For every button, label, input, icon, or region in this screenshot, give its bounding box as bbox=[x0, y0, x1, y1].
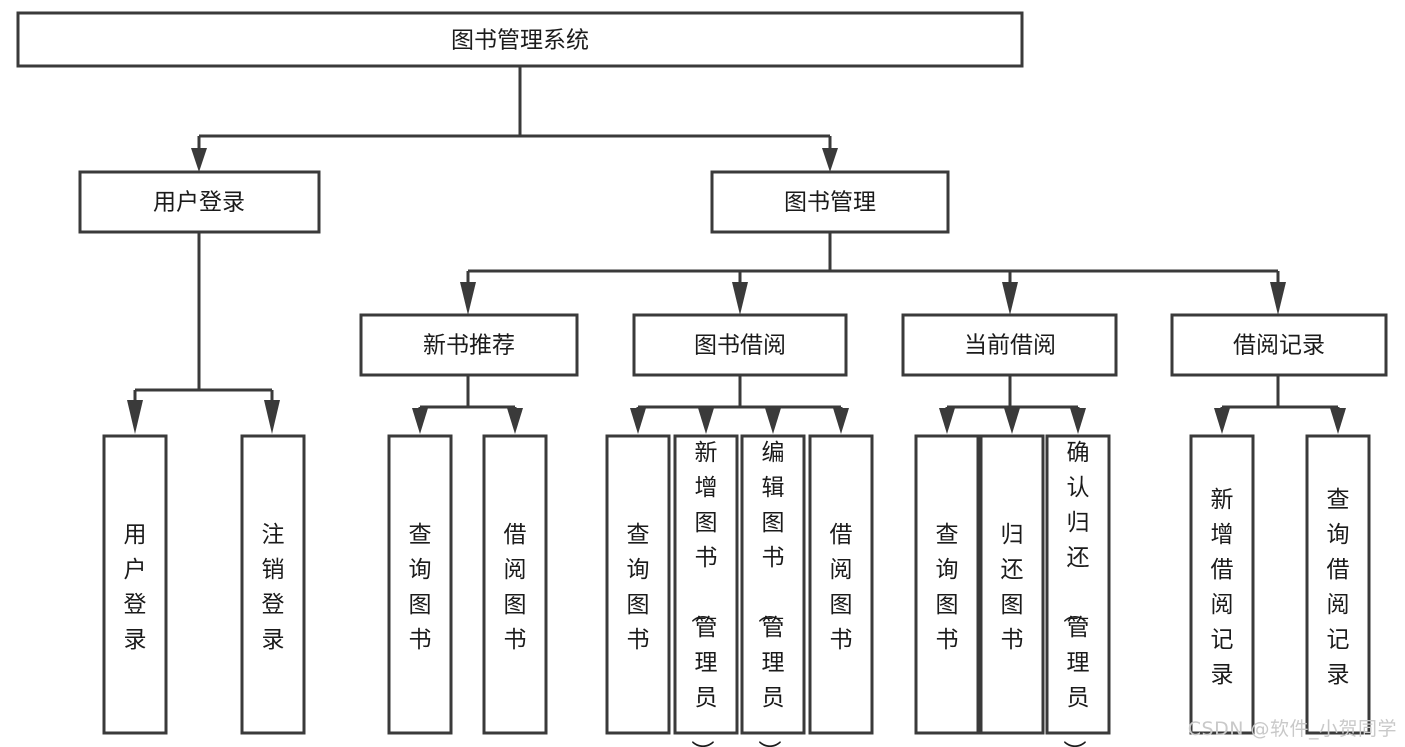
leaf-add-record-label: 新增借阅记录 bbox=[1211, 487, 1234, 688]
node-current-borrow[interactable]: 当前借阅 bbox=[901, 313, 1118, 377]
arrow-leaf-user-login bbox=[127, 400, 143, 434]
arrow-leaf-confirm-return bbox=[1070, 408, 1086, 434]
arrow-leaf-borrow-book-1 bbox=[507, 408, 523, 434]
node-root-label: 图书管理系统 bbox=[451, 28, 589, 54]
leaf-edit-book-box[interactable] bbox=[740, 434, 806, 735]
node-book-borrow[interactable]: 图书借阅 bbox=[632, 313, 848, 377]
arrow-to-user-login bbox=[191, 148, 207, 172]
leaf-borrow-book-1-box[interactable] bbox=[482, 434, 548, 735]
arrow-leaf-borrow-book-2 bbox=[833, 408, 849, 434]
leaf-add-record-box[interactable] bbox=[1189, 434, 1255, 735]
node-borrow-record[interactable]: 借阅记录 bbox=[1170, 313, 1388, 377]
leaf-borrow-book-2[interactable]: 借阅图书 bbox=[808, 434, 874, 735]
arrow-to-book-borrow bbox=[732, 282, 748, 315]
arrow-to-new-book-recommend bbox=[460, 282, 476, 315]
leaf-edit-book-label: 编辑图书（管理员） bbox=[756, 440, 785, 747]
leaf-borrow-book-1-label: 借阅图书 bbox=[504, 522, 527, 653]
arrow-to-current-borrow bbox=[1002, 282, 1018, 315]
leaf-add-record[interactable]: 新增借阅记录 bbox=[1189, 434, 1255, 735]
node-book-management[interactable]: 图书管理 bbox=[710, 170, 950, 234]
arrow-leaf-edit-book bbox=[765, 408, 781, 434]
leaf-query-record-label: 查询借阅记录 bbox=[1327, 487, 1350, 688]
arrow-leaf-query-book-1 bbox=[412, 408, 428, 434]
leaf-borrow-book-1[interactable]: 借阅图书 bbox=[482, 434, 548, 735]
leaf-return-book-box[interactable] bbox=[979, 434, 1045, 735]
leaf-edit-book[interactable]: 编辑图书（管理员） bbox=[740, 434, 806, 747]
node-new-book-recommend-box[interactable] bbox=[359, 313, 579, 377]
leaf-user-login-label: 用户登录 bbox=[124, 522, 147, 653]
leaf-query-book-2-label: 查询图书 bbox=[627, 522, 650, 653]
node-book-management-label: 图书管理 bbox=[784, 190, 876, 216]
leaf-query-book-3-label: 查询图书 bbox=[936, 522, 959, 653]
leaf-borrow-book-2-label: 借阅图书 bbox=[830, 522, 853, 653]
arrow-leaf-query-book-2 bbox=[630, 408, 646, 434]
leaf-add-book-label: 新增图书（管理员） bbox=[689, 440, 718, 747]
arrow-leaf-return-book bbox=[1004, 408, 1020, 434]
node-borrow-record-box[interactable] bbox=[1170, 313, 1388, 377]
leaf-query-book-1[interactable]: 查询图书 bbox=[387, 434, 453, 735]
node-current-borrow-box[interactable] bbox=[901, 313, 1118, 377]
leaf-query-book-1-label: 查询图书 bbox=[409, 522, 432, 653]
node-new-book-recommend-label: 新书推荐 bbox=[423, 333, 515, 359]
leaf-confirm-return-label: 确认归还（管理员） bbox=[1061, 440, 1090, 747]
leaf-borrow-book-2-box[interactable] bbox=[808, 434, 874, 735]
node-borrow-record-label: 借阅记录 bbox=[1233, 333, 1325, 359]
leaf-query-book-1-box[interactable] bbox=[387, 434, 453, 735]
leaf-confirm-return-box[interactable] bbox=[1045, 434, 1111, 735]
leaf-user-logout-label: 注销登录 bbox=[262, 522, 285, 653]
node-root-box[interactable] bbox=[16, 11, 1024, 68]
node-book-borrow-label: 图书借阅 bbox=[694, 333, 786, 359]
arrow-leaf-query-record bbox=[1330, 408, 1346, 434]
leaf-query-book-2-box[interactable] bbox=[605, 434, 671, 735]
leaf-user-login[interactable]: 用户登录 bbox=[102, 434, 168, 735]
leaf-query-book-2[interactable]: 查询图书 bbox=[605, 434, 671, 735]
leaf-add-book[interactable]: 新增图书（管理员） bbox=[673, 434, 739, 747]
leaf-confirm-return[interactable]: 确认归还（管理员） bbox=[1045, 434, 1111, 747]
node-book-borrow-box[interactable] bbox=[632, 313, 848, 377]
node-user-login-label: 用户登录 bbox=[153, 190, 245, 216]
leaf-query-record-box[interactable] bbox=[1305, 434, 1371, 735]
leaf-query-book-3-box[interactable] bbox=[914, 434, 980, 735]
node-user-login-box[interactable] bbox=[78, 170, 321, 234]
connector-layer bbox=[127, 66, 1346, 434]
leaf-user-login-box[interactable] bbox=[102, 434, 168, 735]
node-new-book-recommend[interactable]: 新书推荐 bbox=[359, 313, 579, 377]
arrow-to-borrow-record bbox=[1270, 282, 1286, 315]
arrow-leaf-query-book-3 bbox=[939, 408, 955, 434]
arrow-leaf-user-logout bbox=[264, 400, 280, 434]
node-root[interactable]: 图书管理系统 bbox=[16, 11, 1024, 68]
node-current-borrow-label: 当前借阅 bbox=[964, 333, 1056, 359]
leaf-query-record[interactable]: 查询借阅记录 bbox=[1305, 434, 1371, 735]
arrow-leaf-add-record bbox=[1214, 408, 1230, 434]
leaf-return-book-label: 归还图书 bbox=[1001, 522, 1024, 653]
arrow-to-book-management bbox=[822, 148, 838, 172]
node-book-management-box[interactable] bbox=[710, 170, 950, 234]
leaf-return-book[interactable]: 归还图书 bbox=[979, 434, 1045, 735]
arrow-leaf-add-book bbox=[698, 408, 714, 434]
leaf-add-book-box[interactable] bbox=[673, 434, 739, 735]
leaf-query-book-3[interactable]: 查询图书 bbox=[914, 434, 980, 735]
leaf-user-logout-box[interactable] bbox=[240, 434, 306, 735]
node-user-login[interactable]: 用户登录 bbox=[78, 170, 321, 234]
leaf-user-logout[interactable]: 注销登录 bbox=[240, 434, 306, 735]
